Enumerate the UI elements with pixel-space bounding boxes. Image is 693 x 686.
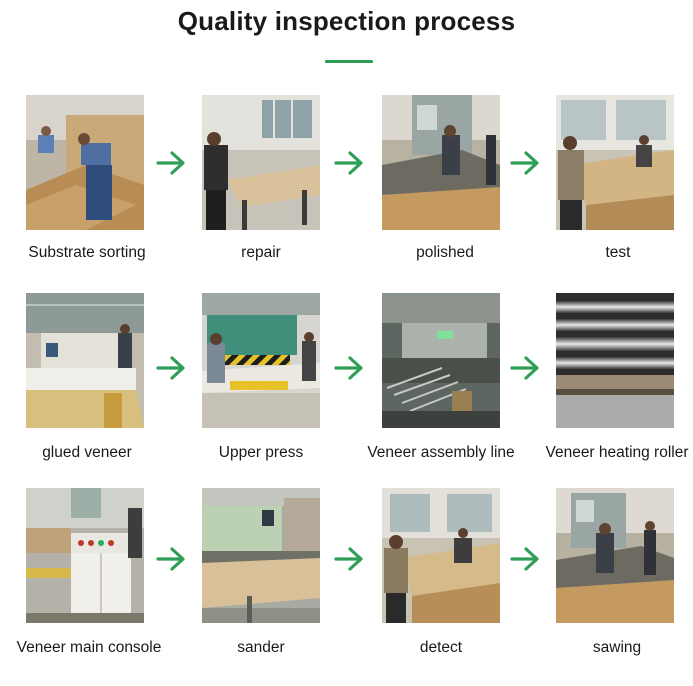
- flow-arrow-2: [334, 149, 366, 177]
- flow-arrow-7: [156, 545, 188, 573]
- arrow-right-icon: [334, 547, 363, 571]
- step-photo-veneer-heating-roller: [556, 293, 674, 428]
- step-photo-sander: [202, 488, 320, 623]
- step-photo-veneer-main-console: [26, 488, 144, 623]
- step-photo-detect: [382, 488, 500, 623]
- page-title: Quality inspection process: [177, 6, 516, 36]
- step-photo-upper-press: [202, 293, 320, 428]
- arrow-right-icon: [334, 356, 363, 380]
- step-photo-substrate-sorting: [26, 95, 144, 230]
- step-photo-sawing: [556, 488, 674, 623]
- arrow-right-icon: [510, 356, 539, 380]
- flow-arrow-3: [510, 149, 542, 177]
- step-caption: Upper press: [218, 444, 304, 461]
- step-photo-test: [556, 95, 674, 230]
- arrow-right-icon: [156, 151, 185, 175]
- arrow-right-icon: [510, 547, 539, 571]
- flow-arrow-9: [510, 545, 542, 573]
- step-caption: test: [605, 244, 631, 261]
- arrow-right-icon: [510, 151, 539, 175]
- step-caption: polished: [416, 244, 474, 261]
- title-underline: [325, 60, 373, 63]
- step-photo-veneer-assembly-line: [382, 293, 500, 428]
- flow-arrow-8: [334, 545, 366, 573]
- arrow-right-icon: [334, 151, 363, 175]
- step-caption: sander: [237, 639, 285, 656]
- step-caption: repair: [241, 244, 281, 261]
- flow-arrow-1: [156, 149, 188, 177]
- arrow-right-icon: [156, 547, 185, 571]
- step-caption: Veneer main console: [16, 639, 162, 656]
- flow-arrow-6: [510, 354, 542, 382]
- step-caption: Veneer assembly line: [367, 444, 515, 461]
- step-caption: sawing: [592, 639, 642, 656]
- arrow-right-icon: [156, 356, 185, 380]
- step-photo-glued-veneer: [26, 293, 144, 428]
- step-caption: glued veneer: [42, 444, 132, 461]
- step-photo-polished: [382, 95, 500, 230]
- step-caption: Veneer heating roller: [545, 444, 689, 461]
- flow-arrow-5: [334, 354, 366, 382]
- step-caption: Substrate sorting: [28, 244, 146, 261]
- step-photo-repair: [202, 95, 320, 230]
- step-caption: detect: [419, 639, 463, 656]
- flow-arrow-4: [156, 354, 188, 382]
